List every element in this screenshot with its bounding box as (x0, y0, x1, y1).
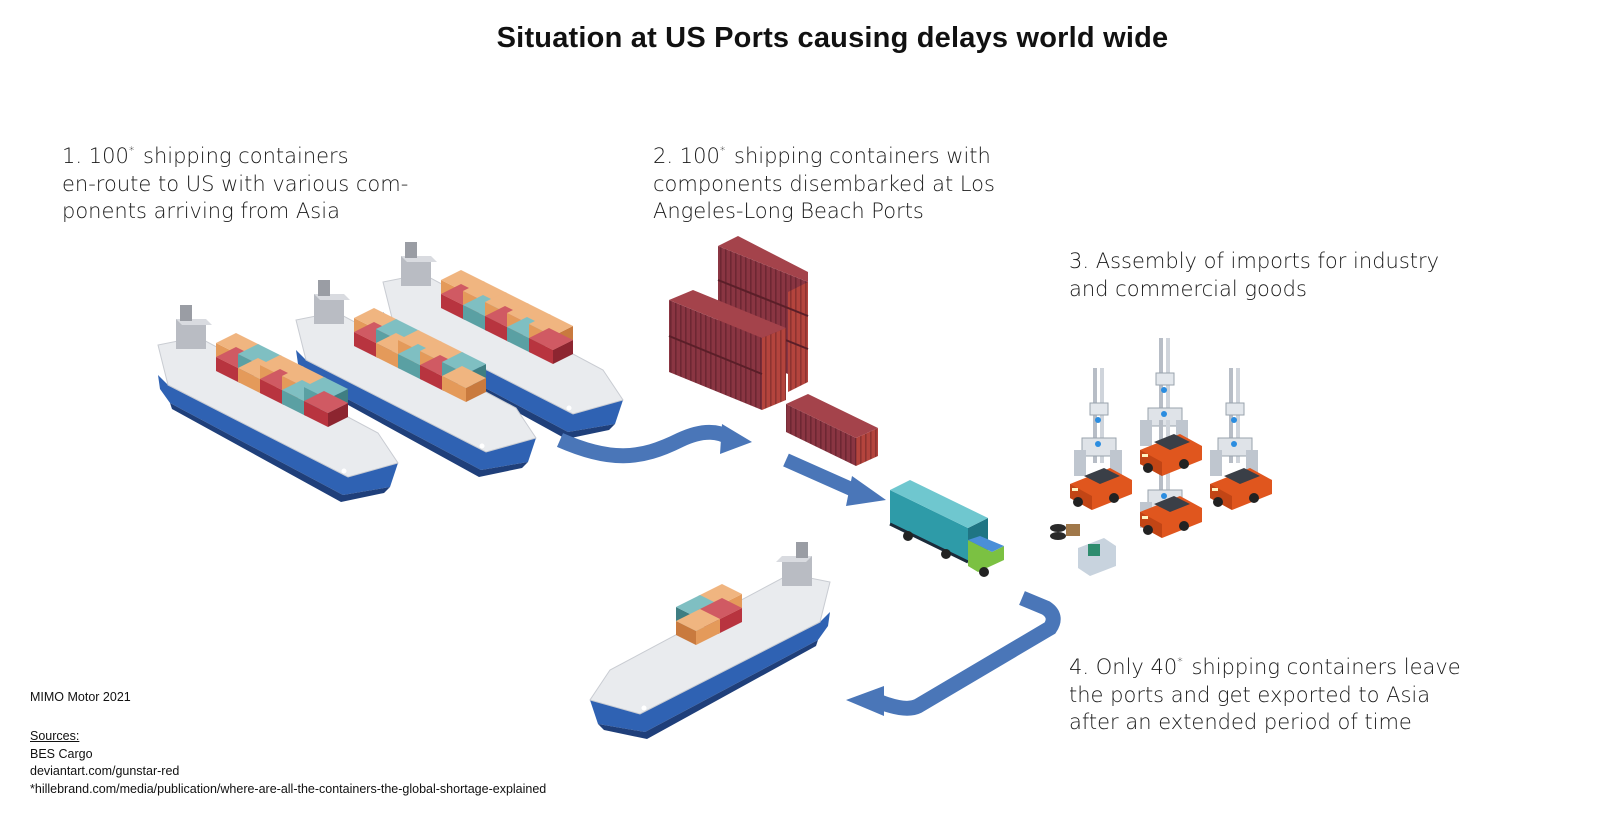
source-item: *hillebrand.com/media/publication/where-… (30, 781, 547, 796)
flow-arrow-icon (556, 424, 752, 464)
sources-block: Sources: BES Cargo deviantart.com/gunsta… (30, 728, 546, 798)
step-3-line-2: and commercial goods (1069, 276, 1307, 301)
step-4-text: 4. Only 40* shipping containers leave th… (1069, 648, 1461, 737)
source-item: deviantart.com/gunstar-red (30, 764, 180, 778)
step-1-line-3: ponents arriving from Asia (62, 199, 340, 223)
step-2-text: 2. 100* shipping containers with compone… (653, 137, 995, 226)
source-item: BES Cargo (30, 746, 93, 761)
sources-heading: Sources: (30, 729, 80, 743)
step-4-line-2: the ports and get exported to Asia (1069, 682, 1431, 707)
step-4-line-1: 4. Only 40* shipping containers leave (1069, 655, 1461, 679)
cargo-ship-icon (589, 541, 831, 740)
step-3-text: 3. Assembly of imports for industry and … (1069, 248, 1439, 303)
step-4-line-3: after an extended period of time (1069, 710, 1412, 734)
container-stack-icon (668, 236, 878, 466)
step-3-line-1: 3. Assembly of imports for industry (1069, 249, 1440, 273)
step-1-line-2: en-route to US with various com- (62, 171, 409, 196)
flow-arrow-icon (846, 591, 1061, 716)
step-2-line-3: Angeles-Long Beach Ports (653, 199, 924, 223)
truck-icon (889, 480, 1004, 577)
step-2-line-1: 2. 100* shipping containers with (653, 144, 991, 168)
credit-text: MIMO Motor 2021 (30, 690, 131, 704)
page-title: Situation at US Ports causing delays wor… (496, 22, 1169, 54)
step-2-line-2: components disembarked at Los (653, 171, 995, 196)
assembly-line-icon (1050, 337, 1272, 576)
step-1-text: 1. 100* shipping containers en-route to … (62, 137, 408, 226)
flow-arrow-icon (783, 453, 886, 506)
step-1-line-1: 1. 100* shipping containers (62, 144, 349, 168)
